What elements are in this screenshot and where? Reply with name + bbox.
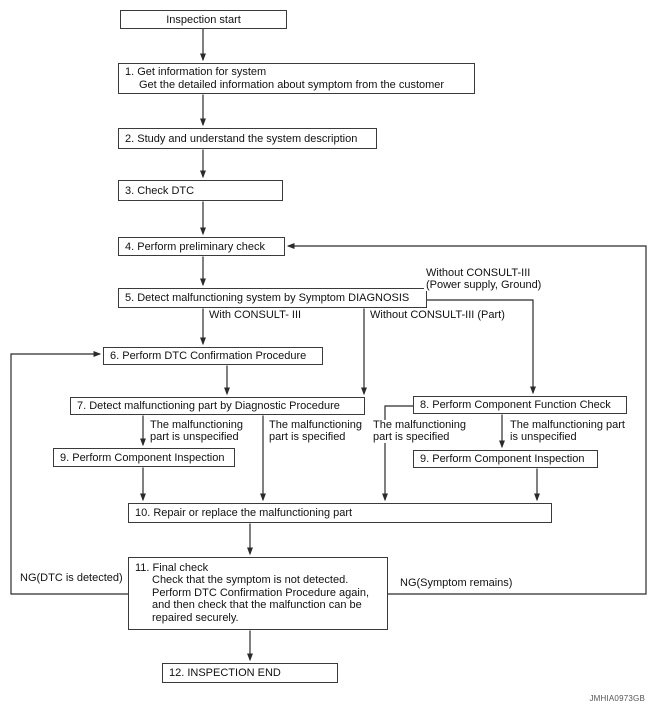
flow-node-inspection-start: Inspection start bbox=[120, 10, 287, 29]
node-label: 6. Perform DTC Confirmation Procedure bbox=[110, 350, 307, 362]
node-label: 9. Perform Component Inspection bbox=[60, 451, 225, 464]
node-line: Perform DTC Confirmation Procedure again… bbox=[152, 586, 370, 599]
edge-label-n8-unspecified: The malfunctioning part is unspecified bbox=[508, 419, 627, 443]
flow-node-1-get-information: 1. Get information for system Get the de… bbox=[118, 63, 475, 94]
edge-label-n8-specified: The malfunctioning part is specified bbox=[371, 419, 468, 443]
node-label: 9. Perform Component Inspection bbox=[420, 453, 585, 465]
node-label: 3. Check DTC bbox=[125, 184, 195, 197]
figure-code-watermark: JMHIA0973GB bbox=[589, 694, 645, 703]
flow-node-9-component-inspection-left: 9. Perform Component Inspection bbox=[53, 448, 235, 467]
node-line: 11. Final check bbox=[135, 562, 209, 574]
edge-ng-symptom-return-to-n4 bbox=[286, 243, 647, 595]
flow-node-4-preliminary-check: 4. Perform preliminary check bbox=[118, 237, 285, 256]
edge-label-n7-specified: The malfunctioning part is specified bbox=[267, 419, 364, 443]
flow-node-12-inspection-end: 12. INSPECTION END bbox=[162, 663, 338, 683]
edge-ng-dtc-return-to-n6 bbox=[10, 351, 128, 595]
flow-node-8-component-function-check: 8. Perform Component Function Check bbox=[413, 396, 627, 414]
node-line: repaired securely. bbox=[152, 611, 239, 624]
edge-label-ng-symptom-remains: NG(Symptom remains) bbox=[398, 577, 515, 590]
node-label: 7. Detect malfunctioning part by Diagnos… bbox=[77, 400, 340, 412]
flow-node-6-dtc-confirmation: 6. Perform DTC Confirmation Procedure bbox=[103, 347, 323, 365]
edge-n5-to-n8-without-power bbox=[427, 299, 536, 395]
node-label: 4. Perform preliminary check bbox=[125, 240, 265, 253]
node-label: Inspection start bbox=[166, 13, 241, 26]
node-label: 2. Study and understand the system descr… bbox=[125, 132, 358, 145]
edge-label-n7-unspecified: The malfunctioning part is unspecified bbox=[148, 419, 245, 443]
node-label: 5. Detect malfunctioning system by Sympt… bbox=[125, 292, 410, 304]
flow-node-10-repair-replace: 10. Repair or replace the malfunctioning… bbox=[128, 503, 552, 523]
flow-node-3-check-dtc: 3. Check DTC bbox=[118, 180, 283, 201]
edge-label-ng-dtc-detected: NG(DTC is detected) bbox=[18, 572, 125, 585]
edge-label-with-consult: With CONSULT- III bbox=[207, 309, 304, 322]
node-label: 8. Perform Component Function Check bbox=[420, 399, 611, 411]
flow-node-11-final-check: 11. Final check Check that the symptom i… bbox=[128, 557, 388, 630]
node-line: Get the detailed information about sympt… bbox=[139, 79, 445, 91]
node-label: 10. Repair or replace the malfunctioning… bbox=[135, 507, 353, 519]
edge-label-without-consult-part: Without CONSULT-III (Part) bbox=[368, 309, 507, 322]
node-label: 12. INSPECTION END bbox=[169, 667, 281, 679]
node-line: and then check that the malfunction can … bbox=[152, 599, 362, 612]
edge-n8-to-n10 bbox=[382, 405, 413, 502]
node-line: 1. Get information for system bbox=[125, 66, 267, 78]
edge-label-without-consult-power: Without CONSULT-III (Power supply, Groun… bbox=[424, 267, 544, 291]
flow-node-7-diagnostic-procedure: 7. Detect malfunctioning part by Diagnos… bbox=[70, 397, 365, 415]
flow-node-9-component-inspection-right: 9. Perform Component Inspection bbox=[413, 450, 598, 468]
flow-node-5-symptom-diagnosis: 5. Detect malfunctioning system by Sympt… bbox=[118, 288, 427, 308]
flow-node-2-study-description: 2. Study and understand the system descr… bbox=[118, 128, 377, 149]
node-line: Check that the symptom is not detected. bbox=[152, 574, 349, 587]
